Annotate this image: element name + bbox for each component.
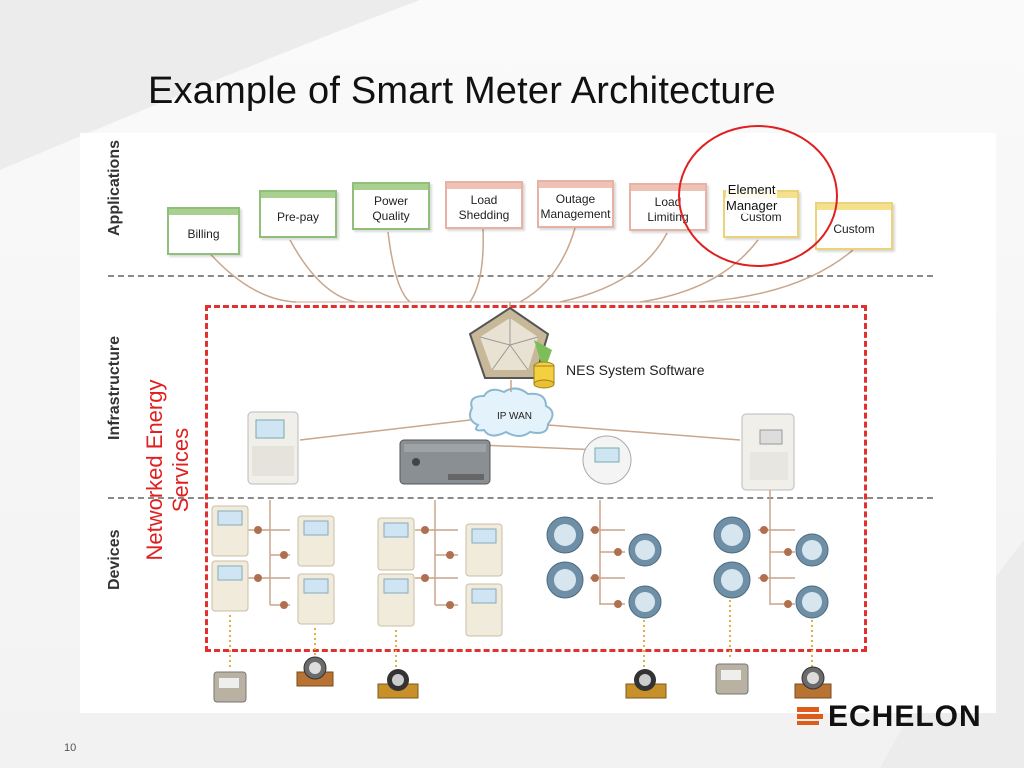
app-billing: Billing	[167, 207, 240, 255]
app-outage-management: Outage Management	[537, 180, 614, 228]
data-concentrator-left-icon	[247, 411, 299, 485]
gas-meter-icon-2	[715, 663, 749, 695]
separator-applications	[108, 275, 933, 277]
app-load-shedding: Load Shedding	[445, 181, 523, 229]
page-number: 10	[64, 742, 77, 754]
app-power-quality: Power Quality	[352, 182, 430, 230]
echelon-gateway-icon	[399, 439, 491, 485]
ip-wan-label: IP WAN	[497, 411, 533, 422]
ip-wan-cloud-icon	[469, 387, 554, 437]
gas-meter-icon	[213, 671, 247, 703]
water-meter-icon-2	[377, 669, 419, 699]
slide-title: Example of Smart Meter Architecture	[148, 70, 776, 112]
echelon-logo-text: ECHELON	[828, 700, 982, 733]
networked-energy-services-box	[205, 305, 867, 652]
networked-energy-services-label: Networked Energy Services	[142, 379, 193, 561]
data-concentrator-right-icon	[741, 413, 795, 491]
water-meter-icon-4	[794, 666, 832, 699]
nes-system-software-label: NES System Software	[566, 362, 705, 378]
echelon-logo-mark-icon	[797, 707, 823, 725]
separator-infrastructure	[108, 497, 933, 499]
element-manager-highlight-circle	[678, 125, 838, 267]
water-meter-icon-3	[625, 669, 667, 699]
water-meter-icon-1	[296, 656, 334, 687]
app-pre-pay: Pre-pay	[259, 190, 337, 238]
nes-server-icon	[468, 306, 555, 389]
round-meter-center-icon	[582, 435, 632, 485]
